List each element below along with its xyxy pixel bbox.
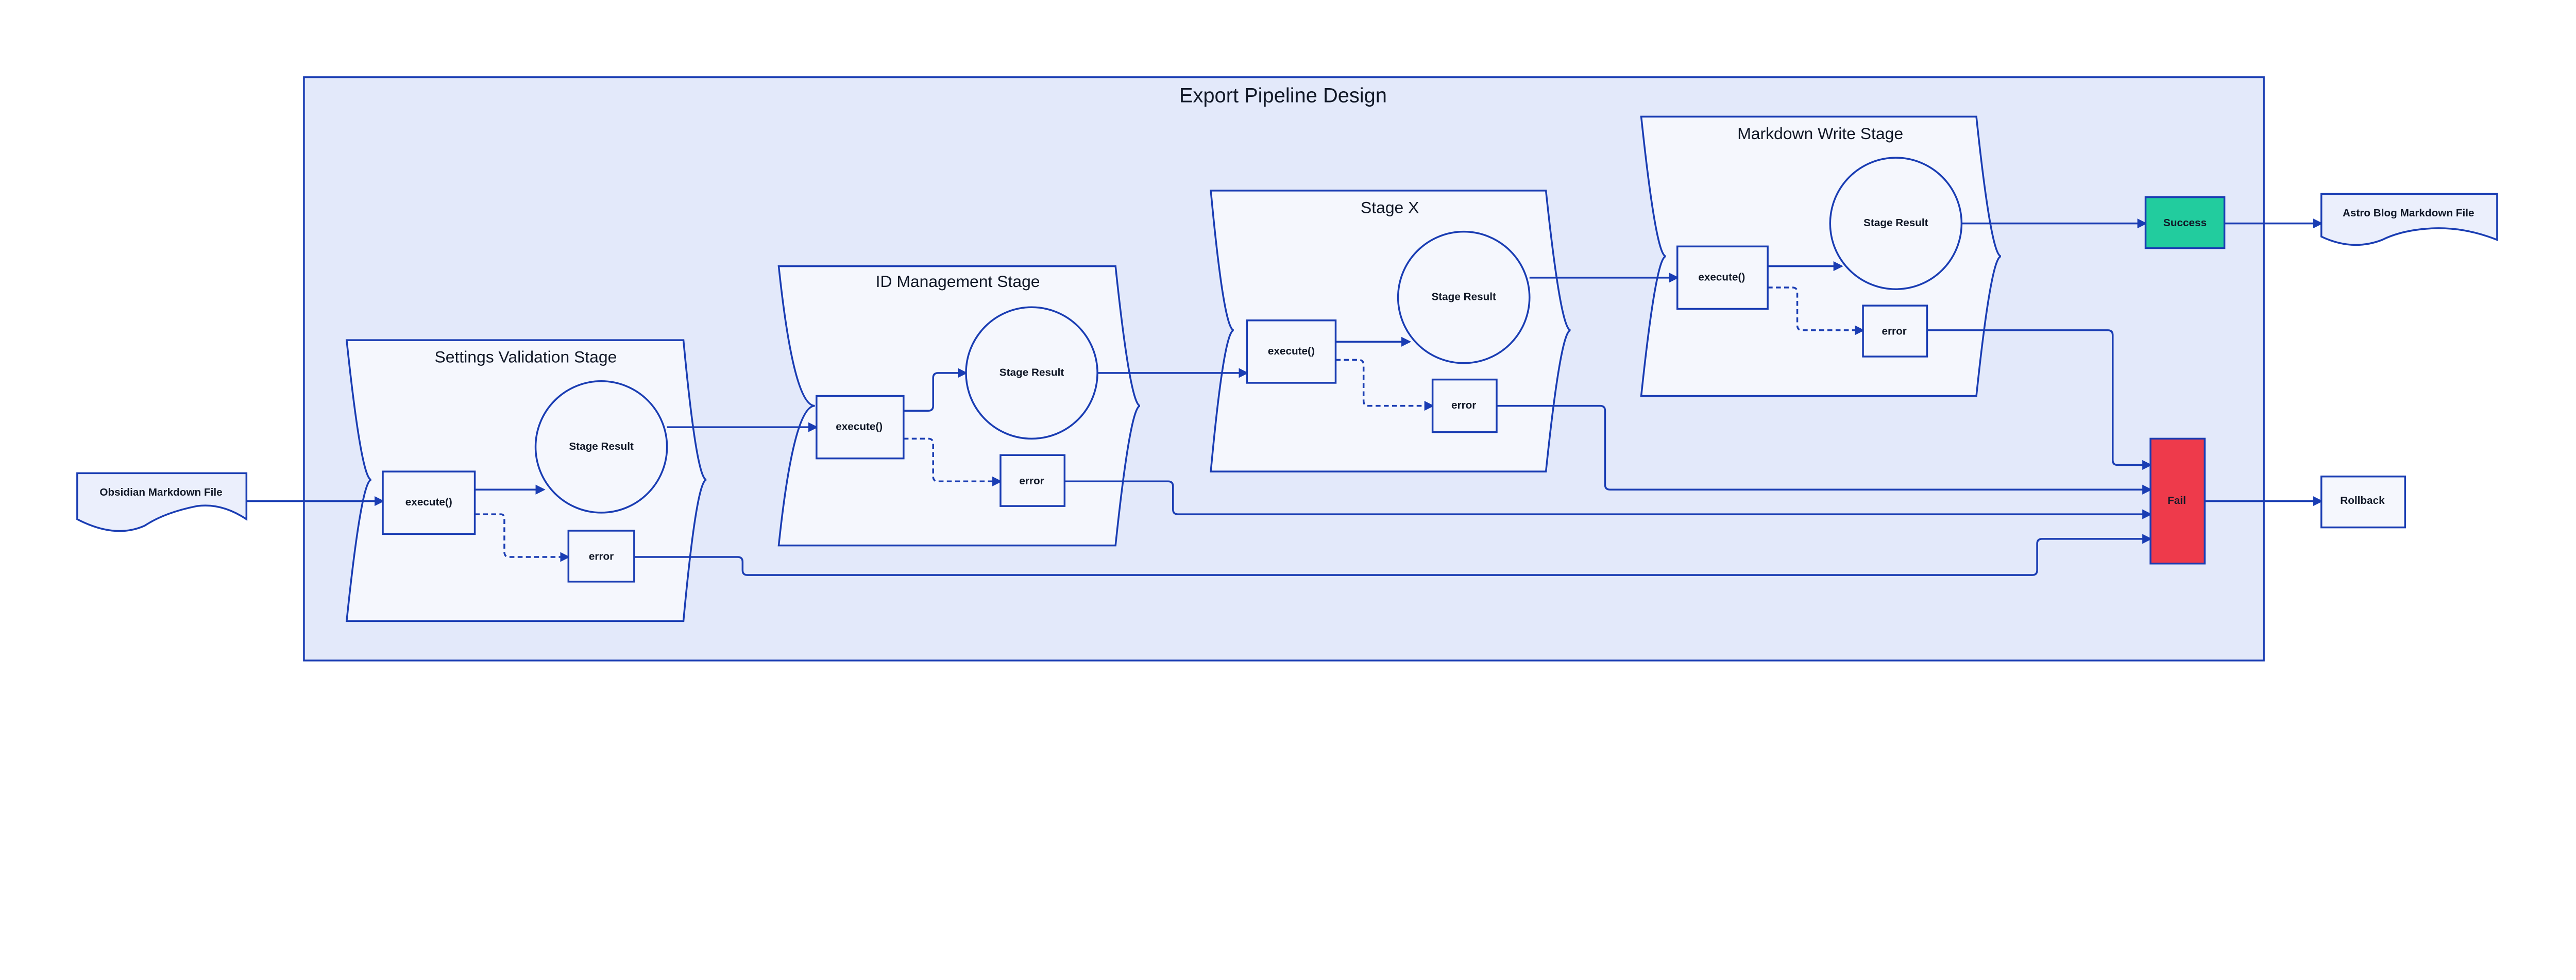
error-box[interactable]: error	[1431, 378, 1498, 433]
execute-box[interactable]: execute()	[382, 470, 476, 535]
stage-result-node[interactable]: Stage Result	[1397, 230, 1531, 364]
rollback-node[interactable]: Rollback	[2320, 475, 2406, 529]
node-label: execute()	[1268, 345, 1315, 357]
error-box[interactable]: error	[1862, 305, 1928, 358]
diagram-canvas: Export Pipeline Design Settings Validati…	[76, 76, 2498, 662]
execute-box[interactable]: execute()	[1676, 245, 1769, 310]
output-file-node[interactable]: Astro Blog Markdown File	[2320, 193, 2498, 246]
node-label: error	[1019, 475, 1044, 487]
node-label: execute()	[405, 496, 452, 508]
node-label: Obsidian Markdown File	[99, 486, 222, 498]
node-label: error	[1451, 399, 1476, 411]
stage-title: ID Management Stage	[876, 272, 1040, 291]
stage-title: Settings Validation Stage	[435, 348, 617, 366]
pipeline-title: Export Pipeline Design	[1179, 85, 1387, 107]
node-label: Stage Result	[1431, 291, 1496, 303]
node-label: error	[1882, 326, 1906, 337]
execute-box[interactable]: execute()	[816, 395, 905, 460]
node-label: Stage Result	[999, 366, 1064, 378]
node-label: Rollback	[2340, 495, 2385, 506]
node-label: Success	[2163, 217, 2207, 229]
node-label: Stage Result	[569, 441, 634, 452]
node-label: execute()	[1698, 271, 1745, 283]
execute-box[interactable]: execute()	[1246, 319, 1337, 384]
input-file-node[interactable]: Obsidian Markdown File	[76, 472, 248, 532]
success-node[interactable]: Success	[2144, 196, 2226, 249]
node-label: Astro Blog Markdown File	[2343, 207, 2475, 219]
stage-title: Markdown Write Stage	[1737, 124, 1903, 143]
stage-result-node[interactable]: Stage Result	[534, 380, 668, 514]
stage-result-node[interactable]: Stage Result	[965, 306, 1098, 440]
connectors	[246, 218, 2323, 576]
error-box[interactable]: error	[567, 530, 635, 583]
node-label: Stage Result	[1863, 217, 1928, 229]
stage-result-node[interactable]: Stage Result	[1829, 157, 1963, 290]
error-box[interactable]: error	[999, 454, 1066, 507]
fail-node[interactable]: Fail	[2149, 437, 2206, 565]
node-label: execute()	[836, 421, 883, 433]
node-label: error	[589, 550, 614, 562]
node-label: Fail	[2167, 495, 2186, 506]
stage-title: Stage X	[1361, 198, 1419, 216]
